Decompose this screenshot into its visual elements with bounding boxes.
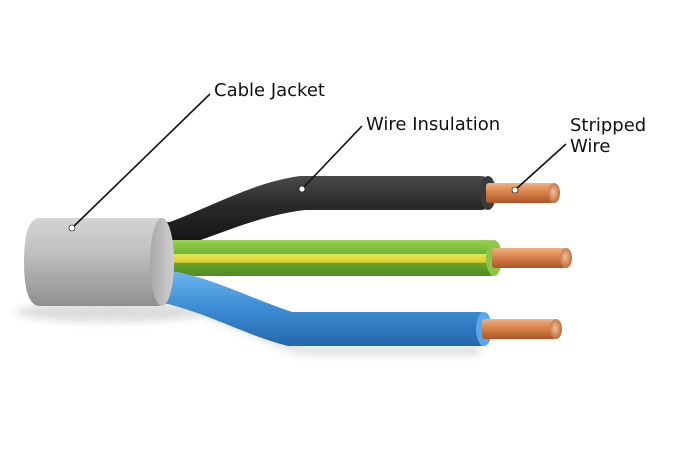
black-wire-insulation [160, 176, 492, 248]
cable-jacket-leader-dot [68, 224, 76, 232]
cable-jacket-label: Cable Jacket [214, 80, 325, 101]
cable-jacket-end [150, 218, 174, 306]
black-wire-copper [486, 183, 554, 203]
black-wire [160, 176, 560, 248]
stripped-wire-leader [514, 143, 567, 191]
cable-jacket-body [24, 218, 160, 306]
wire-insulation-leader-dot [298, 185, 306, 193]
earth-wire-copper-end [560, 248, 572, 268]
leader-lines [68, 93, 567, 232]
cable-jacket-leader [71, 93, 211, 229]
blue-wire-copper [482, 319, 556, 339]
blue-wire-copper-end [550, 319, 562, 339]
black-wire-copper-end [548, 183, 560, 203]
blue-wire [160, 272, 562, 346]
wire-insulation-leader [301, 125, 363, 190]
stripped-wire-label-line1: Stripped [570, 115, 646, 136]
wire-insulation-label: Wire Insulation [366, 114, 500, 135]
earth-wire-insulation [160, 240, 500, 276]
stripped-wire-label-line2: Wire [570, 136, 610, 157]
cable-jacket [24, 218, 174, 306]
stripped-wire-leader-dot [511, 186, 519, 194]
earth-wire [160, 240, 572, 276]
blue-wire-insulation [160, 272, 490, 346]
earth-wire-copper [492, 248, 566, 268]
